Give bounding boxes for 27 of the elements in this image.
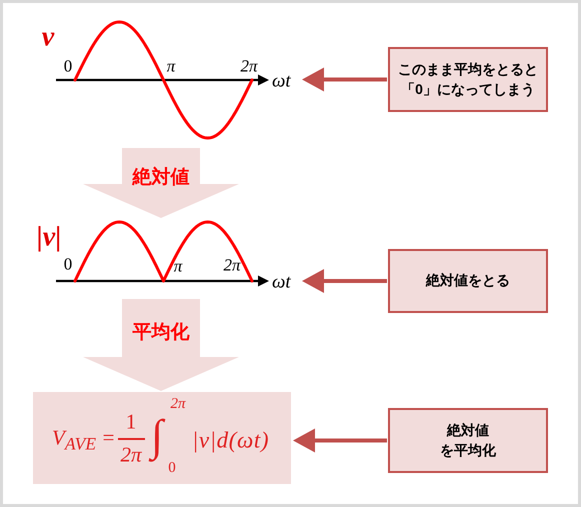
tick-label: 0 (64, 256, 72, 274)
variable-label: |v| (36, 222, 62, 254)
integral-sign: ∫ (148, 410, 166, 464)
note-box: このまま平均をとると「0」になってしまう (388, 47, 548, 112)
edge-label: 絶対値 (130, 167, 192, 189)
tick-label: π (166, 58, 176, 76)
tick-label: 2π (240, 58, 258, 76)
arrow (302, 269, 387, 293)
axis-label: ωt (272, 72, 291, 92)
arrow (302, 68, 387, 92)
fraction-denominator: 2π (120, 443, 142, 467)
arrow (293, 428, 387, 452)
lower-limit: 0 (168, 460, 176, 476)
note-box: 絶対値をとる (388, 249, 548, 313)
fraction-numerator: 1 (126, 410, 136, 434)
formula-box (33, 392, 291, 484)
note-box: 絶対値を平均化 (388, 408, 548, 473)
tick-label: 0 (64, 58, 72, 76)
tick-label: π (174, 258, 182, 276)
upper-limit: 2π (170, 396, 186, 412)
axis-label: ωt (272, 272, 291, 294)
formula-term: |v|d(ωt) (192, 427, 270, 453)
block-arrow (83, 148, 239, 218)
edge-label: 平均化 (130, 322, 192, 344)
variable-label: v (42, 22, 54, 54)
tick-label: 2π (223, 256, 241, 276)
formula-term: V$_{AVE}$ = (52, 426, 116, 454)
